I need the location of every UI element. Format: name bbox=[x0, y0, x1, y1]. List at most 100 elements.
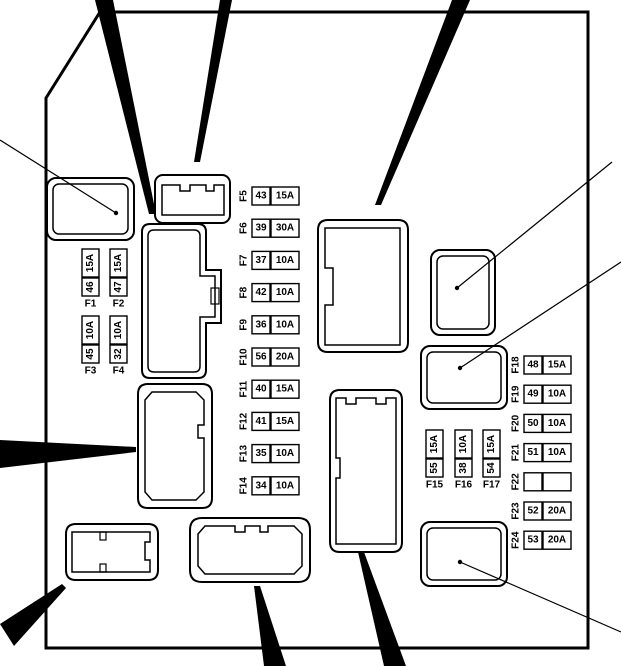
fuse-amp-box bbox=[270, 315, 300, 335]
fuse-amps: 10A bbox=[113, 321, 124, 339]
leader-line-right-3 bbox=[459, 561, 621, 633]
fuse-number: 55 bbox=[429, 462, 440, 474]
fuse-number: 47 bbox=[113, 281, 124, 293]
fuse-number-box bbox=[251, 218, 271, 238]
fuse-number-box bbox=[523, 530, 543, 550]
fuse-amps: 20A bbox=[548, 506, 566, 517]
connector-bottom-middle bbox=[189, 517, 311, 583]
fuse-id-label: F8 bbox=[239, 286, 250, 298]
pointer-wedge-left bbox=[0, 440, 136, 468]
fuse-number: 51 bbox=[527, 447, 539, 458]
fuse-amps: 10A bbox=[276, 287, 294, 298]
leader-line-top-left bbox=[0, 139, 117, 214]
fuse-number-box bbox=[81, 344, 100, 364]
fuse-amp-box bbox=[270, 443, 300, 464]
fuse-number-box bbox=[251, 411, 271, 432]
fuse-number-box bbox=[523, 442, 543, 463]
pointer-wedge-top-mid bbox=[194, 0, 232, 162]
fuse-amps: 10A bbox=[276, 319, 294, 330]
fuse-amps: 10A bbox=[548, 447, 566, 458]
fuse-number: 39 bbox=[255, 223, 267, 234]
fuse-amp-box bbox=[425, 429, 444, 459]
fuse-amp-box bbox=[542, 530, 572, 550]
fuse-amp-box bbox=[542, 501, 572, 521]
fuse-amps: 20A bbox=[548, 535, 566, 546]
fuse-id-label: F15 bbox=[426, 480, 444, 491]
fuse-id-label: F21 bbox=[511, 444, 522, 462]
fuse-amp-box bbox=[270, 282, 300, 303]
fuse-number: 41 bbox=[255, 416, 267, 427]
leader-line-right-1 bbox=[456, 161, 613, 289]
fuse-number: 34 bbox=[255, 480, 267, 491]
fuse-id-label: F6 bbox=[239, 222, 250, 234]
fuse-number: 45 bbox=[85, 348, 96, 360]
fuse-number-box bbox=[523, 355, 543, 375]
fuse-amps: 10A bbox=[548, 389, 566, 400]
fuse-amp-box bbox=[482, 429, 501, 459]
fuse-id-label: F4 bbox=[113, 366, 125, 377]
fuse-number-box bbox=[109, 277, 128, 297]
fuse-id-label: F2 bbox=[113, 299, 125, 310]
fuse-id-label: F18 bbox=[511, 356, 522, 374]
fuse-f6: F6 39 30A bbox=[239, 218, 300, 238]
fuse-amp-box bbox=[109, 248, 128, 278]
fuse-number: 54 bbox=[486, 462, 497, 474]
relay-top-left bbox=[46, 177, 135, 241]
fuse-amp-box bbox=[542, 413, 572, 434]
fuse-amp-box bbox=[81, 248, 100, 278]
fuse-amp-box bbox=[270, 250, 300, 271]
fuse-id-label: F13 bbox=[239, 445, 250, 463]
pointer-wedge-bottom-left bbox=[0, 584, 66, 646]
fuse-number-box bbox=[251, 250, 271, 271]
fuse-amps: 30A bbox=[276, 223, 294, 234]
fuse-amps: 15A bbox=[548, 360, 566, 371]
fuse-amp-box bbox=[81, 315, 100, 345]
pointer-wedge-top-left bbox=[95, 0, 156, 214]
fuse-number: 37 bbox=[255, 255, 267, 266]
fuse-number: 32 bbox=[113, 348, 124, 360]
pointer-wedge-bottom-mid bbox=[254, 586, 286, 666]
fuse-id-label: F9 bbox=[239, 319, 250, 331]
fuse-id-label: F23 bbox=[511, 502, 522, 520]
fuse-number-box bbox=[251, 443, 271, 464]
fuse-number: 40 bbox=[255, 384, 267, 395]
fuse-id-label: F3 bbox=[85, 366, 97, 377]
fuse-amps: 20A bbox=[276, 352, 294, 363]
fuse-f22: F22 bbox=[511, 472, 572, 492]
fuse-number-box bbox=[523, 472, 543, 492]
fuse-amp-box bbox=[270, 186, 300, 206]
fuse-number-box bbox=[482, 458, 501, 478]
fuse-amp-box bbox=[270, 218, 300, 238]
connector-left-middle bbox=[137, 383, 213, 509]
fuse-amp-box bbox=[109, 315, 128, 345]
fuse-id-label: F7 bbox=[239, 254, 250, 266]
fuse-number: 56 bbox=[255, 352, 267, 363]
fuse-amp-box bbox=[542, 355, 572, 375]
relay-right-1 bbox=[430, 249, 496, 336]
pointer-wedge-bottom-right bbox=[358, 552, 406, 666]
fuse-box-housing bbox=[44, 10, 590, 650]
fuse-id-label: F24 bbox=[511, 531, 522, 549]
connector-center-tall bbox=[329, 389, 403, 553]
fuse-id-label: F22 bbox=[511, 473, 522, 491]
fuse-amp-box bbox=[542, 384, 572, 404]
connector-right-middle bbox=[317, 219, 409, 353]
fuse-number: 46 bbox=[85, 281, 96, 293]
fuse-number: 38 bbox=[458, 462, 469, 474]
fuse-amp-box bbox=[270, 411, 300, 432]
fuse-number: 48 bbox=[527, 360, 539, 371]
pointer-wedge-top-right bbox=[375, 0, 470, 205]
fuse-number-box bbox=[81, 277, 100, 297]
fuse-amps: 15A bbox=[113, 254, 124, 272]
fuse-number-box bbox=[523, 413, 543, 434]
